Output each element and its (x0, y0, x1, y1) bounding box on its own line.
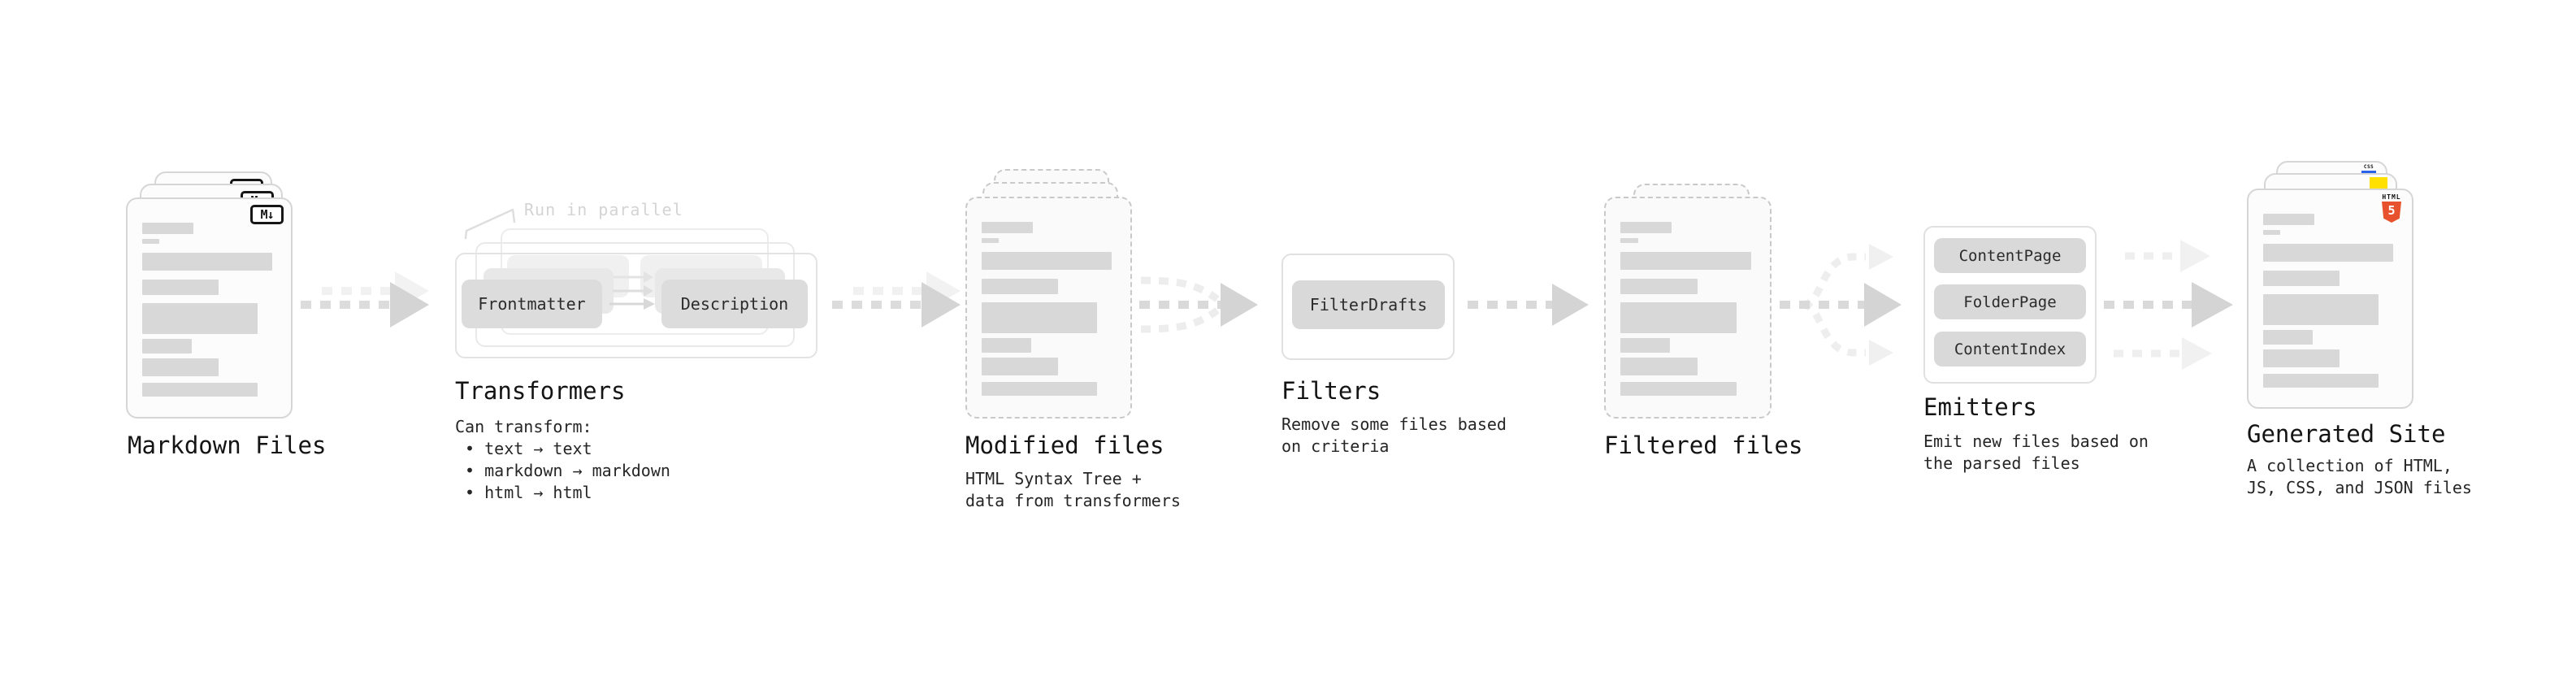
content-bar (982, 338, 1032, 353)
content-bar (142, 383, 258, 397)
content-bar (982, 252, 1112, 270)
content-bar (982, 222, 1033, 233)
desc-line: HTML Syntax Tree + (965, 469, 1142, 488)
content-bar (1620, 279, 1698, 294)
emitters-title: Emitters (1923, 393, 2037, 421)
content-bar (142, 253, 273, 271)
markdown-files-title: Markdown Files (128, 432, 327, 459)
content-bar (982, 238, 1000, 243)
generated-site-title: Generated Site (2247, 420, 2446, 448)
html5-icon-shield: 5 (2382, 202, 2401, 223)
parallel-note-label: Run in parallel (524, 200, 683, 219)
emitter-pill-contentindex: ContentIndex (1934, 332, 2086, 367)
modified-files-title: Modified files (965, 432, 1164, 459)
content-bar (1620, 252, 1752, 270)
content-bar (1620, 238, 1638, 243)
transformer-pill-frontmatter: Frontmatter (462, 280, 602, 328)
transformer-pill-description: Description (661, 280, 808, 328)
html5-icon: HTML 5 (2381, 194, 2402, 223)
content-bar (142, 223, 193, 234)
content-bar (982, 279, 1059, 294)
generated-site-description: A collection of HTML, JS, CSS, and JSON … (2247, 455, 2472, 499)
document-content-placeholder (142, 223, 276, 397)
emitters-description: Emit new files based on the parsed files (1923, 431, 2149, 475)
filtered-file-card-front (1604, 197, 1772, 419)
desc-line: JS, CSS, and JSON files (2247, 478, 2472, 497)
filter-pill-filterdrafts: FilterDrafts (1292, 280, 1445, 329)
emitter-pill-folderpage: FolderPage (1934, 284, 2086, 319)
transform-arrow-middle (613, 285, 653, 297)
content-bar (2263, 294, 2379, 325)
desc-line: Can transform: (455, 417, 592, 436)
flow-arrow-emitters-to-generated (2104, 240, 2233, 370)
desc-line: on criteria (1281, 436, 1390, 456)
desc-line: the parsed files (1923, 453, 2080, 473)
content-bar (142, 358, 219, 376)
markdown-file-card-front: M↓ (126, 197, 293, 419)
content-bar (2263, 214, 2314, 225)
content-bar (142, 239, 160, 244)
desc-line: Remove some files based (1281, 414, 1507, 434)
filtered-files-title: Filtered files (1604, 432, 1803, 459)
desc-line: Emit new files based on (1923, 432, 2149, 451)
content-bar (1620, 338, 1671, 353)
css-icon: CSS (2360, 164, 2378, 173)
js-icon (2370, 177, 2387, 189)
document-content-placeholder (2263, 214, 2397, 388)
content-bar (1620, 382, 1737, 396)
transformers-description: Can transform: • text → text • markdown … (455, 416, 670, 504)
markdown-icon: M↓ (250, 205, 284, 224)
content-bar (1620, 222, 1672, 233)
transform-arrow-front (609, 298, 655, 310)
content-bar (142, 303, 258, 334)
modified-files-description: HTML Syntax Tree + data from transformer… (965, 468, 1181, 512)
flow-arrow-filtered-to-emitters (1780, 244, 1902, 366)
desc-line: data from transformers (965, 491, 1181, 510)
document-content-placeholder (1620, 222, 1755, 396)
transformers-title: Transformers (455, 377, 626, 405)
desc-line: A collection of HTML, (2247, 456, 2452, 475)
content-bar (1620, 358, 1698, 375)
document-content-placeholder (982, 222, 1116, 396)
flow-arrow-markdown-to-transformers (301, 271, 429, 327)
modified-file-card-front (965, 197, 1132, 419)
content-bar (2263, 271, 2340, 286)
html5-icon-number: 5 (2387, 203, 2396, 218)
css-icon-bar (2361, 171, 2376, 173)
generated-html-file-card: HTML 5 (2247, 189, 2413, 409)
desc-line: • text → text (455, 439, 592, 458)
flow-arrow-modified-to-filters (1139, 276, 1258, 333)
content-bar (1620, 302, 1737, 333)
flow-arrow-transformers-to-modified (832, 271, 961, 327)
css-icon-label: CSS (2363, 164, 2374, 170)
content-bar (2263, 374, 2379, 388)
content-bar (982, 358, 1059, 375)
desc-line: • markdown → markdown (455, 461, 670, 480)
content-bar (982, 382, 1097, 396)
parallel-note-bracket (464, 208, 516, 240)
html5-icon-label: HTML (2382, 193, 2401, 201)
filters-title: Filters (1281, 377, 1381, 405)
transformer-frame-front (455, 253, 817, 358)
desc-line: • html → html (455, 483, 592, 502)
content-bar (2263, 244, 2394, 262)
transform-arrow-back (613, 271, 653, 283)
content-bar (2263, 330, 2314, 345)
emitter-pill-contentpage: ContentPage (1934, 238, 2086, 273)
content-bar (2263, 349, 2340, 367)
filters-description: Remove some files based on criteria (1281, 414, 1507, 458)
flow-arrow-filters-to-filtered (1468, 284, 1589, 326)
content-bar (982, 302, 1097, 333)
content-bar (2263, 230, 2281, 235)
content-bar (142, 280, 219, 295)
content-bar (142, 339, 193, 354)
